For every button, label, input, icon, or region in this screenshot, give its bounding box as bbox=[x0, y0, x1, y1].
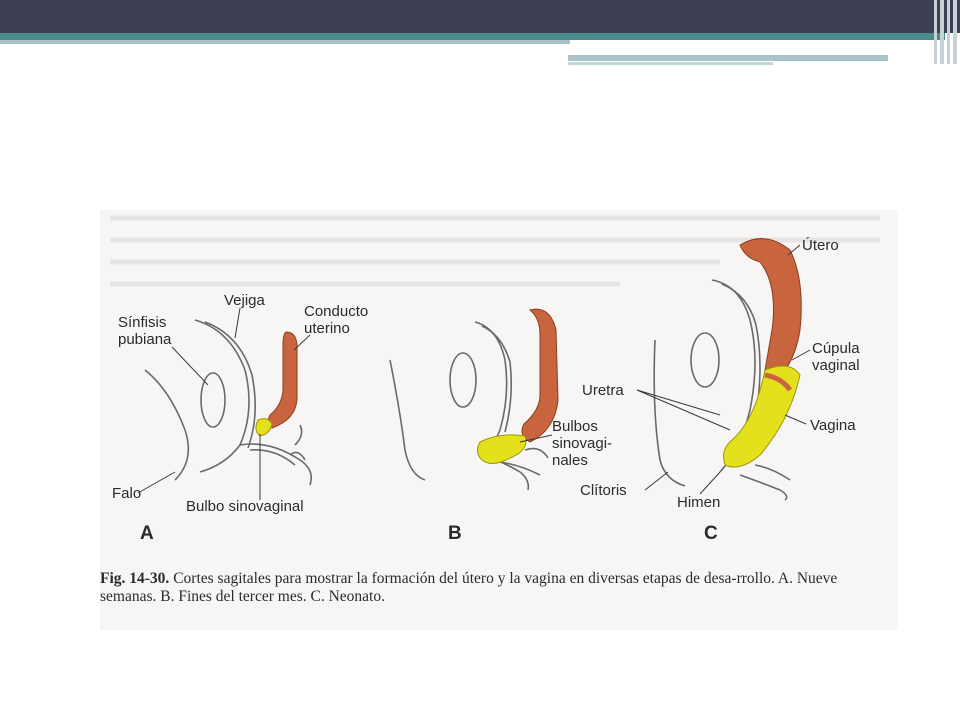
corner-stripes bbox=[930, 0, 960, 64]
panel-b-drawing bbox=[389, 321, 549, 491]
utero-c-shape bbox=[739, 238, 802, 375]
label-clitoris: Clítoris bbox=[580, 482, 627, 499]
title-bar bbox=[0, 0, 960, 33]
bulbo-sinovaginal-a bbox=[255, 418, 273, 437]
label-himen: Himen bbox=[677, 494, 721, 511]
accent-line-light bbox=[0, 40, 570, 44]
label-uretra: Uretra bbox=[582, 382, 624, 399]
vagina-c-shape bbox=[723, 365, 801, 468]
bulbos-sinovaginales-b bbox=[476, 434, 527, 464]
label-utero: Útero bbox=[802, 237, 839, 254]
accent-short-line-2 bbox=[568, 62, 773, 65]
label-vagina: Vagina bbox=[810, 417, 856, 434]
caption-number: Fig. 14-30. bbox=[100, 570, 170, 587]
label-sinfisis-pubiana: Sínfisis pubiana bbox=[118, 314, 172, 348]
conducto-uterino-shape bbox=[267, 331, 298, 429]
figure-drawing bbox=[110, 215, 880, 501]
label-falo: Falo bbox=[112, 485, 142, 502]
panel-a-drawing bbox=[144, 319, 313, 486]
panel-label-b: B bbox=[448, 523, 462, 544]
caption-text: Cortes sagitales para mostrar la formaci… bbox=[100, 570, 838, 605]
label-bulbo-sinovaginal: Bulbo sinovaginal bbox=[186, 498, 304, 515]
figure-caption: Fig. 14-30. Cortes sagitales para mostra… bbox=[100, 570, 890, 606]
label-conducto-uterino: Conducto uterino bbox=[304, 303, 369, 337]
accent-short-line bbox=[568, 55, 888, 61]
accent-line bbox=[0, 33, 945, 40]
label-cupula-vaginal: Cúpula vaginal bbox=[812, 340, 860, 374]
utero-b-shape bbox=[521, 308, 559, 443]
label-bulbos-sinovaginales: Bulbos sinovagi- nales bbox=[552, 418, 613, 469]
label-vejiga: Vejiga bbox=[224, 292, 265, 309]
panel-label-c: C bbox=[704, 523, 718, 544]
embryology-figure: Sínfisis pubiana Vejiga Conducto uterino… bbox=[100, 210, 898, 630]
panel-label-a: A bbox=[140, 523, 154, 544]
